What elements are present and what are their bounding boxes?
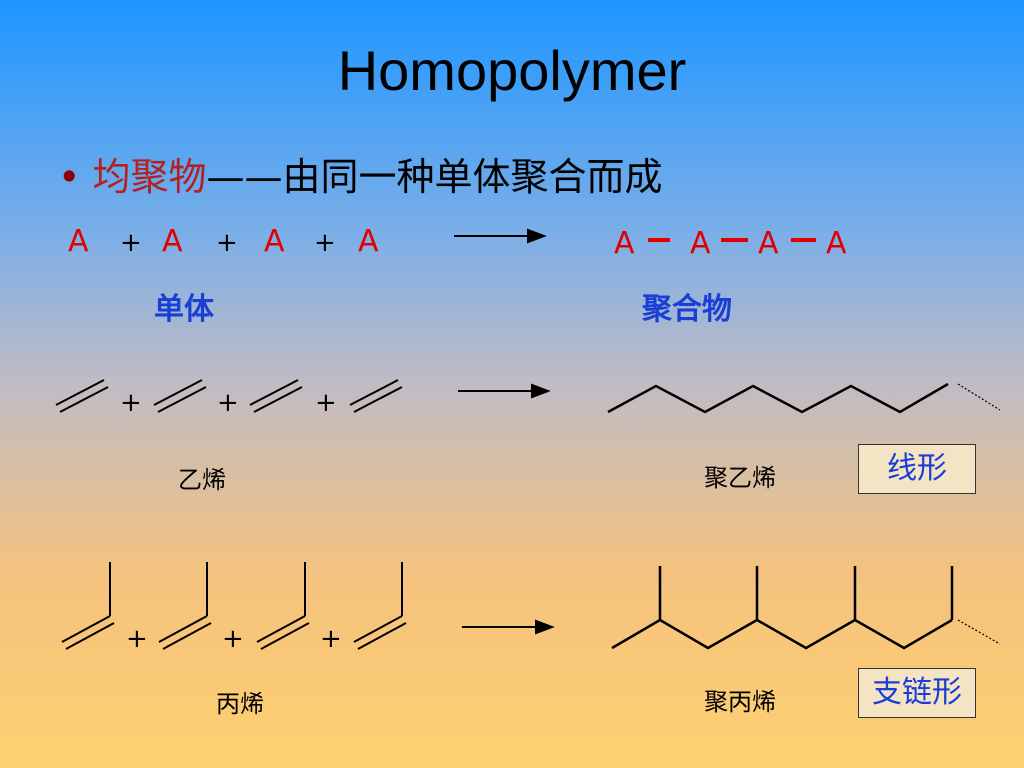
propylene-plus-1: + (126, 624, 148, 654)
ethylene-name: 乙烯 (178, 466, 226, 494)
term-homopolymer: 均聚物 (92, 155, 207, 199)
term-dash: —— (206, 155, 283, 199)
linear-shape-label: 线形 (858, 444, 976, 494)
polymer-a-2: A (690, 226, 711, 261)
polyethylene-name: 聚乙烯 (704, 464, 776, 492)
monomer-a-1: A (68, 224, 89, 259)
polymer-a-1: A (614, 226, 635, 261)
polypropylene-name: 聚丙烯 (704, 688, 776, 716)
propylene-3-icon (256, 562, 310, 650)
ethylene-plus-2: + (217, 388, 239, 418)
ethylene-2-icon (153, 379, 207, 413)
branched-shape-label: 支链形 (858, 668, 976, 718)
propylene-1-icon (61, 562, 115, 650)
arrow-scheme-icon (454, 228, 547, 244)
scheme-plus-1: + (120, 228, 142, 258)
arrow-ethylene-icon (458, 383, 551, 399)
polymer-label: 聚合物 (642, 292, 732, 327)
monomer-a-2: A (162, 224, 183, 259)
polyethylene-chain-icon (607, 382, 1001, 414)
monomer-a-4: A (358, 224, 379, 259)
propylene-4-icon (353, 562, 407, 650)
ethylene-3-icon (249, 379, 303, 413)
polypropylene-chain-icon (611, 566, 1001, 650)
propylene-2-icon (158, 562, 212, 650)
scheme-plus-2: + (216, 228, 238, 258)
monomer-label: 单体 (154, 292, 214, 327)
propylene-plus-2: + (222, 624, 244, 654)
bullet-definition: • 均聚物——由同一种单体聚合而成 (58, 146, 663, 201)
arrow-propylene-icon (462, 619, 555, 635)
propylene-name: 丙烯 (216, 690, 264, 718)
term-definition: 由同一种单体聚合而成 (282, 155, 663, 199)
ethylene-4-icon (349, 379, 403, 413)
ethylene-1-icon (55, 379, 109, 413)
reaction-arrows (454, 228, 555, 635)
polymer-a-4: A (826, 226, 847, 261)
propylene-plus-3: + (320, 624, 342, 654)
propylene-monomers (61, 562, 407, 650)
slide-title: Homopolymer (337, 39, 687, 102)
ethylene-monomers (55, 379, 403, 413)
bullet-dot: • (58, 155, 81, 199)
scheme-plus-3: + (314, 228, 336, 258)
ethylene-plus-1: + (120, 388, 142, 418)
ethylene-plus-3: + (315, 388, 337, 418)
monomer-a-3: A (264, 224, 285, 259)
polymer-a-3: A (758, 226, 779, 261)
